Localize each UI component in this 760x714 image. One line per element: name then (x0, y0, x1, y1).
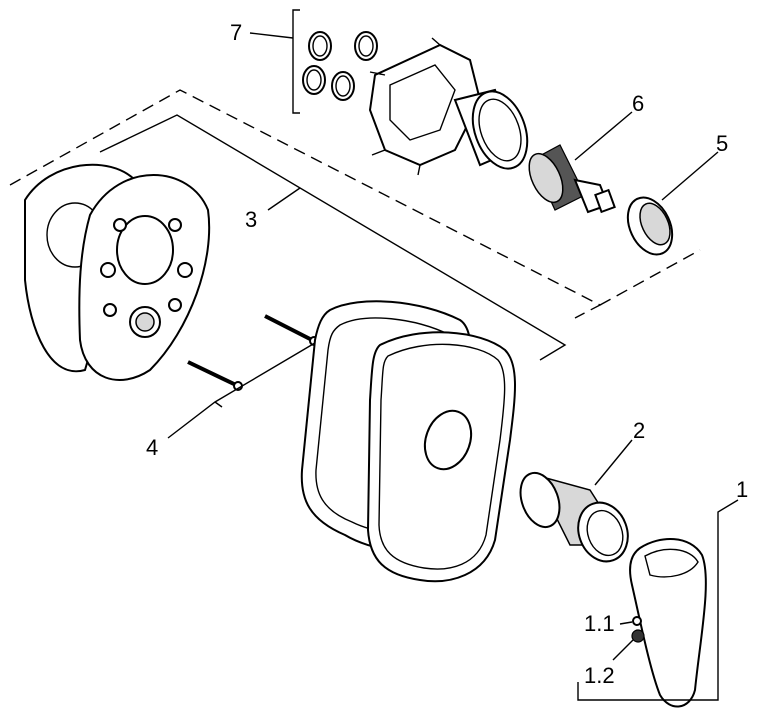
leader-line-1-2 (612, 639, 634, 661)
part-5-nut (626, 196, 674, 256)
part-1-2-cap (631, 629, 645, 643)
cover-plate (300, 300, 516, 583)
assembly-outline-dashed-right (599, 249, 701, 306)
valve-body (368, 37, 529, 176)
leader-line-7 (249, 32, 294, 39)
label-1-2: 1.2 (584, 663, 615, 688)
leader-line-1-1 (619, 621, 633, 625)
leader-line-4 (167, 339, 329, 439)
label-1: 1 (736, 477, 748, 502)
part-2-sleeve (519, 471, 629, 563)
leader-line-2 (594, 439, 633, 486)
leader-tick-4 (214, 401, 223, 408)
part-1-lever-handle (629, 537, 707, 708)
assembly-outline-dashed (9, 89, 602, 319)
part-7-o-rings (292, 9, 378, 114)
label-4: 4 (146, 435, 158, 460)
label-6: 6 (632, 91, 644, 116)
label-7: 7 (230, 20, 242, 45)
leader-line-5 (661, 151, 719, 201)
label-3: 3 (245, 207, 257, 232)
label-5: 5 (716, 131, 728, 156)
assembly-outline-solid (99, 114, 567, 361)
leader-line-6 (574, 111, 633, 161)
label-1-1: 1.1 (584, 611, 615, 636)
part-3-mounting-plates (24, 163, 211, 381)
leader-line-1 (577, 499, 739, 701)
label-2: 2 (633, 418, 645, 443)
part-6-cartridge (528, 144, 616, 214)
leader-line-3 (267, 187, 301, 211)
part-1-1-set-screw (632, 616, 642, 626)
